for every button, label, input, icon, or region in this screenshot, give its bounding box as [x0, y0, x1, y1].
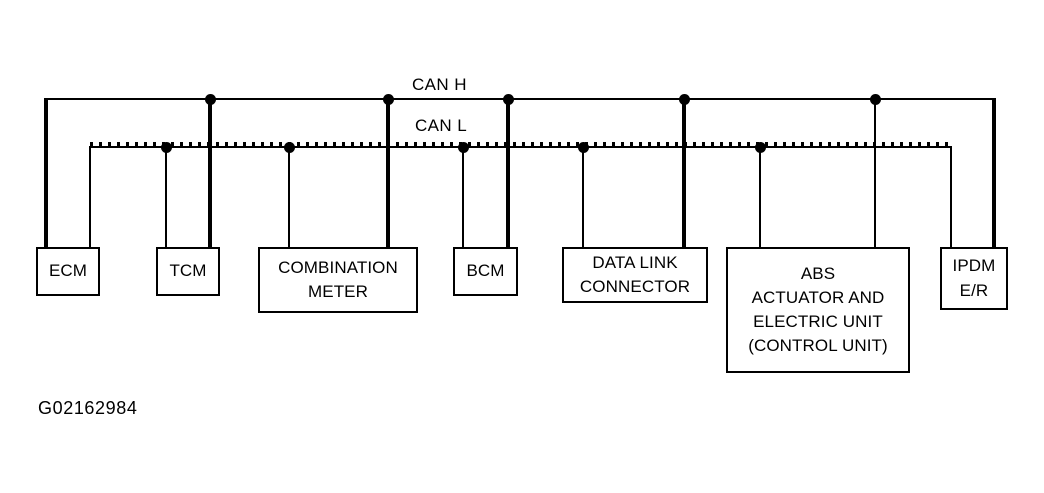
module-box-bcm[interactable]: BCM — [453, 247, 518, 296]
module-label-line: COMBINATION — [278, 257, 398, 277]
module-box-tcm[interactable]: TCM — [156, 247, 220, 296]
module-box-ecm[interactable]: ECM — [36, 247, 100, 296]
can-l-junction-dot-combination-meter — [283, 141, 295, 153]
can-h-drop-wire-ipdm-er — [992, 98, 996, 247]
module-label-line: ECM — [48, 261, 88, 281]
module-label-line: IPDM — [952, 256, 996, 276]
module-box-combination-meter[interactable]: COMBINATION METER — [258, 247, 418, 313]
can-h-drop-wire-bcm — [506, 98, 510, 247]
can-h-junction-dot-combination-meter — [382, 93, 394, 105]
can-h-drop-wire-data-link-connector — [682, 98, 686, 247]
can-l-drop-wire-abs-actuator-and-electric-unit — [759, 146, 761, 247]
can-l-drop-wire-combination-meter — [288, 146, 290, 247]
module-label-line: METER — [308, 282, 368, 301]
module-box-data-link-connector[interactable]: DATA LINK CONNECTOR — [562, 247, 708, 303]
module-label-line: (CONTROL UNIT) — [748, 336, 888, 356]
can-l-junction-dot-abs-actuator-and-electric-unit — [754, 141, 766, 153]
figure-id-label: G02162984 — [38, 398, 138, 418]
module-box-ipdm-er[interactable]: IPDM E/R — [940, 247, 1008, 310]
module-label-line: ACTUATOR AND — [751, 287, 885, 307]
can-l-label: CAN L — [415, 116, 468, 135]
can-h-drop-wire-abs-actuator-and-electric-unit — [874, 98, 876, 247]
module-box-abs-actuator-and-electric-unit[interactable]: ABS ACTUATOR AND ELECTRIC UNIT (CONTROL UNI… — [726, 247, 910, 373]
can-l-bus-hatching — [90, 142, 952, 146]
can-l-junction-dot-tcm — [160, 141, 172, 153]
can-h-junction-dot-bcm — [502, 93, 514, 105]
can-l-drop-wire-bcm — [462, 146, 464, 247]
can-h-label: CAN H — [412, 75, 467, 94]
can-l-junction-dot-data-link-connector — [577, 141, 589, 153]
can-l-junction-dot-bcm — [457, 141, 469, 153]
can-h-bus-line — [45, 98, 995, 100]
can-l-drop-wire-ipdm-er — [950, 146, 952, 247]
can-h-junction-dot-tcm — [204, 93, 216, 105]
module-label-line: CONNECTOR — [579, 277, 691, 296]
can-h-drop-wire-ecm — [44, 98, 48, 247]
module-label-line: E/R — [959, 280, 989, 300]
can-h-drop-wire-combination-meter — [386, 98, 390, 247]
can-l-drop-wire-tcm — [165, 146, 167, 247]
module-label-line: ELECTRIC UNIT — [753, 312, 883, 331]
module-label-line: TCM — [169, 261, 207, 281]
can-h-junction-dot-data-link-connector — [678, 93, 690, 105]
module-label-line: BCM — [466, 261, 505, 281]
module-label-line: ABS — [800, 263, 836, 283]
can-h-drop-wire-tcm — [208, 98, 212, 247]
can-h-junction-dot-abs-actuator-and-electric-unit — [869, 93, 881, 105]
can-l-bus-line — [90, 146, 952, 148]
module-label-line: DATA LINK — [592, 252, 678, 272]
can-l-drop-wire-ecm — [89, 146, 91, 247]
can-l-drop-wire-data-link-connector — [582, 146, 584, 247]
